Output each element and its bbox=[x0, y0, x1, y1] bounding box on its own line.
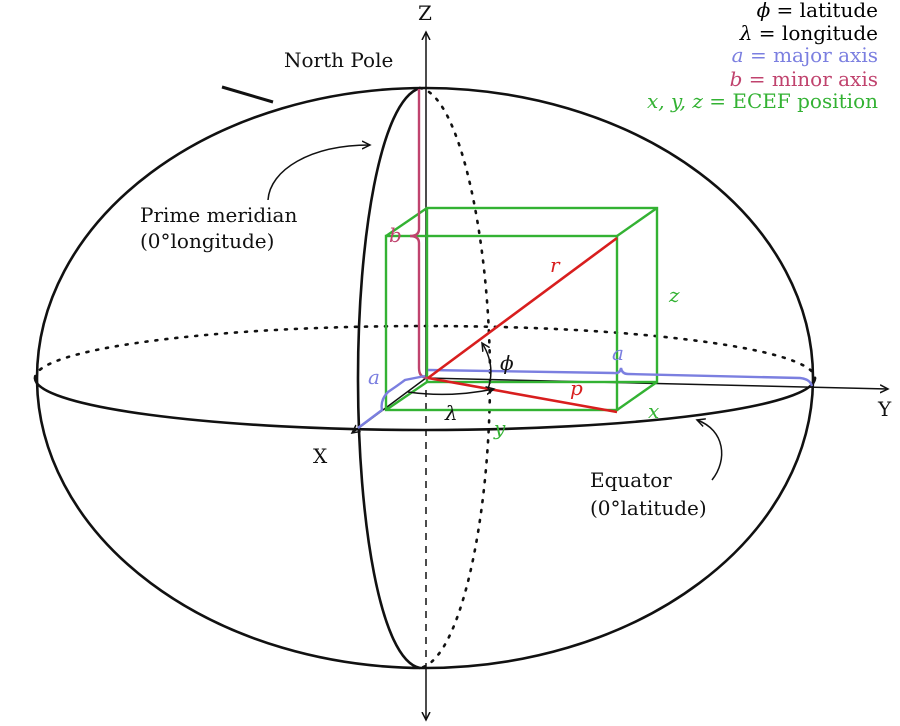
minor-axis-b bbox=[409, 89, 429, 380]
equator-front bbox=[33, 377, 817, 432]
equator-label-1: Equator bbox=[590, 468, 672, 492]
vector-r bbox=[427, 236, 618, 380]
equator-label-2: (0°latitude) bbox=[590, 496, 707, 520]
legend-latitude: ϕ = latitude bbox=[757, 0, 878, 22]
major-axis-a-left bbox=[357, 374, 426, 429]
lambda-label: λ bbox=[444, 401, 458, 425]
prime-meridian-label-1: Prime meridian bbox=[140, 203, 297, 227]
z-label: z bbox=[668, 283, 680, 307]
axis-x-label: X bbox=[313, 444, 328, 468]
prime-meridian-label-2: (0°longitude) bbox=[140, 229, 274, 253]
equator-back bbox=[33, 324, 817, 380]
legend-major-axis: a = major axis bbox=[732, 43, 878, 67]
equator-callout bbox=[697, 420, 723, 481]
prime-meridian-front bbox=[356, 86, 421, 670]
major-axis-a-right bbox=[427, 367, 814, 387]
x-label: x bbox=[648, 399, 659, 423]
legend-longitude: λ = longitude bbox=[739, 21, 878, 45]
prime-meridian-callout bbox=[267, 145, 370, 201]
a-left-label: a bbox=[368, 365, 380, 389]
b-label: b bbox=[389, 223, 402, 247]
a-right-label: a bbox=[612, 341, 624, 365]
phi-label: ϕ bbox=[500, 351, 514, 375]
north-pole-label: North Pole bbox=[284, 48, 393, 72]
axis-y-label: Y bbox=[877, 397, 892, 421]
legend-ecef: x, y, z = ECEF position bbox=[647, 89, 878, 113]
legend-minor-axis: b = minor axis bbox=[730, 67, 878, 91]
y-axis bbox=[425, 377, 888, 389]
phi-arc bbox=[482, 343, 492, 390]
r-label: r bbox=[550, 253, 561, 277]
p-label: p bbox=[570, 376, 583, 400]
vector-p bbox=[427, 376, 618, 414]
north-pole-pointer bbox=[221, 85, 274, 104]
axis-z-label: Z bbox=[418, 1, 432, 25]
legend: ϕ = latitude λ = longitude a = major axi… bbox=[647, 0, 878, 113]
lambda-arc bbox=[407, 389, 494, 396]
ellipsoid-outline bbox=[35, 86, 815, 670]
y-label: y bbox=[493, 416, 506, 440]
